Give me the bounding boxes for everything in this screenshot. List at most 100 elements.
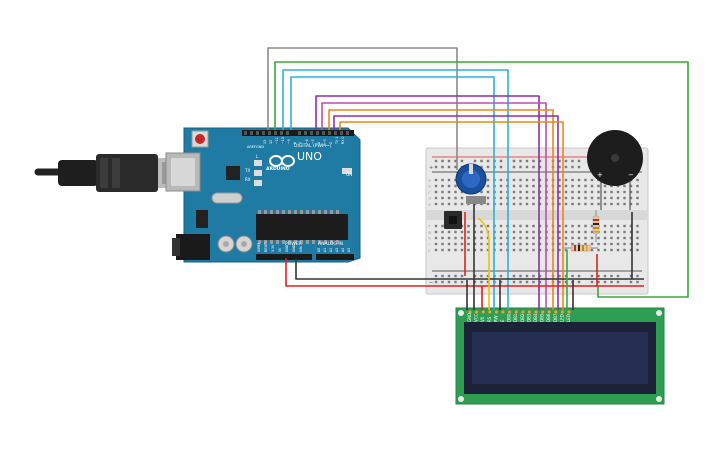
wire-orange-a [328, 109, 554, 310]
lcd-pin[interactable] [507, 310, 512, 315]
lcd-pin[interactable] [560, 310, 565, 315]
buzzer-minus-label: − [628, 171, 634, 179]
rx-label: RX [245, 177, 251, 182]
potentiometer[interactable] [455, 163, 487, 204]
digital-pin-label: 2 [329, 142, 333, 144]
buzzer-plus-label: + [597, 171, 603, 179]
lcd-pin-label: LED [566, 314, 571, 322]
lcd-pin-label: DB6 [546, 313, 551, 322]
wire-purple-b [333, 115, 559, 310]
wire-green-buzzer [274, 61, 689, 298]
analog-pin-label: A2 [329, 248, 333, 252]
digital-pin-label: ~10 [281, 137, 285, 144]
lcd-pin[interactable] [514, 310, 519, 315]
row-letter: g [429, 231, 431, 235]
wire-gray-pot [267, 47, 458, 170]
lcd-pin[interactable] [487, 310, 492, 315]
arduino-uno-board[interactable]: UNO ARDUINO DIGITAL (PWM~) POWER ANALOG … [165, 127, 361, 263]
resistor-horizontal[interactable] [564, 244, 598, 252]
lcd-pin[interactable] [553, 310, 558, 315]
piezo-buzzer[interactable]: + − [587, 130, 643, 210]
analog-header[interactable] [316, 254, 354, 260]
lcd-pin-label: E [500, 319, 505, 322]
lcd-pin-label: V0 [480, 316, 485, 322]
digital-label: DIGITAL (PWM~) [294, 143, 332, 149]
lcd-pin-label: VCC [474, 313, 479, 322]
usb-cable [34, 154, 184, 192]
arduino-logo-icon [269, 155, 295, 167]
digital-pin-label: TX 1 [335, 137, 339, 145]
lcd-pin-label: DB3 [526, 313, 531, 322]
pushbutton[interactable] [444, 211, 462, 229]
digital-pin-label: RX 0 [341, 137, 345, 144]
wire-orange-b [339, 121, 564, 310]
power-label: POWER [285, 241, 302, 247]
analog-pin-label: A3 [335, 248, 339, 252]
lcd-pin-label: DB5 [540, 313, 545, 322]
breadboard-holes[interactable] [434, 159, 639, 284]
analog-label: ANALOG IN [318, 241, 343, 247]
wire-black-gnd [295, 258, 436, 280]
power-pin-label: 3.3V [271, 244, 275, 252]
lcd-pin-label: RW [493, 315, 498, 322]
brand-label: ARDUINO [266, 166, 290, 172]
analog-pin-label: A4 [341, 248, 345, 252]
wire-purple-a [315, 95, 540, 310]
lcd-pin-label: DB1 [513, 313, 518, 322]
power-header[interactable] [256, 254, 312, 260]
power-pin-label: IOREF [257, 242, 261, 252]
reset-button-icon[interactable] [195, 134, 205, 144]
digital-pin-label: ~9 [287, 139, 291, 144]
lcd-pin[interactable] [527, 310, 532, 315]
led-l-label: L [256, 154, 259, 159]
lcd-pin[interactable] [468, 310, 473, 315]
lcd-pin[interactable] [540, 310, 545, 315]
row-letter: f [429, 225, 431, 229]
analog-pin-label: A1 [323, 248, 327, 252]
row-letter: h [429, 237, 431, 241]
wire-magenta [321, 102, 547, 310]
model-label: UNO [297, 150, 322, 163]
lcd-pin-label: RS [487, 316, 492, 322]
row-letter: c [429, 191, 431, 195]
digital-pin-label: 8 [293, 142, 297, 144]
row-letter: b [429, 185, 432, 189]
wire-cyan-b [290, 76, 495, 310]
digital-pin-label: ~6 [305, 139, 309, 144]
lcd-pin-label: DB7 [553, 313, 558, 322]
lcd-pin[interactable] [520, 310, 525, 315]
lcd-screen [472, 332, 648, 384]
wire-yellow-pot [477, 217, 490, 310]
tx-label: TX [244, 168, 250, 173]
wires [267, 47, 689, 310]
lcd-pin[interactable] [567, 310, 572, 315]
analog-pin-label: A5 [347, 248, 351, 252]
rail-minus-label: − [429, 280, 433, 286]
digital-pin-label: ~5 [311, 139, 315, 144]
digital-pin-label: ~11 [275, 137, 279, 144]
digital-pin-label: 7 [299, 142, 303, 144]
row-letter: e [429, 203, 431, 207]
digital-pin-label: 4 [317, 142, 321, 144]
lcd-pin[interactable] [481, 310, 486, 315]
row-letter: j [428, 249, 430, 253]
on-label: ON [346, 172, 352, 177]
power-pin-label: VIN [299, 246, 303, 252]
lcd-pin[interactable] [534, 310, 539, 315]
lcd-pin[interactable] [501, 310, 506, 315]
resistor-vertical[interactable] [592, 210, 600, 242]
aref-label: AREF [247, 145, 256, 149]
digital-pin-label: 12 [269, 140, 273, 144]
power-pin-label: GND [285, 244, 289, 252]
lcd-pin-label: DB2 [520, 313, 525, 322]
lcd-pin[interactable] [547, 310, 552, 315]
digital-pin-label: 13 [263, 140, 267, 144]
lcd-pin[interactable] [494, 310, 499, 315]
lcd-pin-label: LED [559, 314, 564, 322]
lcd-pin[interactable] [474, 310, 479, 315]
